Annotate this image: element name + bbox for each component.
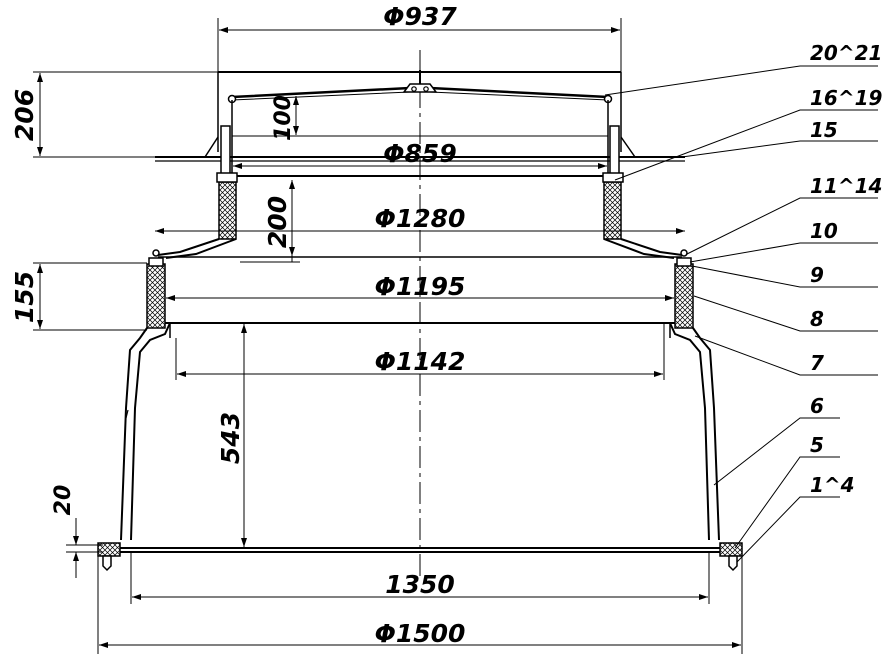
- dim-d1195: Φ1195: [375, 272, 466, 301]
- label-20-21: 20^21: [810, 41, 882, 65]
- label-9: 9: [810, 263, 824, 287]
- dim-d1280: Φ1280: [375, 204, 466, 233]
- leader-lines: [604, 65, 878, 563]
- label-16-19: 16^19: [810, 86, 883, 110]
- label-8: 8: [810, 307, 824, 331]
- label-7: 7: [810, 351, 824, 375]
- dim-h20: 20: [51, 485, 76, 516]
- cover-frame: [155, 71, 685, 162]
- dim-d1500: Φ1500: [375, 619, 466, 648]
- upper-cone: [157, 238, 683, 259]
- dimension-lines: [33, 18, 743, 654]
- label-15: 15: [810, 118, 838, 142]
- dim-1350: 1350: [385, 570, 455, 599]
- label-11-14: 11^14: [810, 174, 882, 198]
- middle-ring: [146, 249, 694, 329]
- label-6: 6: [810, 394, 824, 418]
- dim-h155: 155: [10, 271, 39, 323]
- dim-d1142: Φ1142: [375, 347, 466, 376]
- cover-plate: [227, 70, 613, 104]
- dim-d859: Φ859: [383, 139, 456, 168]
- dim-h100: 100: [271, 95, 296, 141]
- upper-neck: [216, 172, 624, 240]
- dim-d937: Φ937: [383, 2, 457, 31]
- label-10: 10: [810, 219, 838, 243]
- dim-h543: 543: [216, 412, 245, 464]
- dim-h206: 206: [10, 89, 39, 141]
- label-1-4: 1^4: [810, 473, 855, 497]
- label-5: 5: [810, 433, 824, 457]
- lower-body: [120, 322, 720, 541]
- dim-h200: 200: [263, 196, 292, 248]
